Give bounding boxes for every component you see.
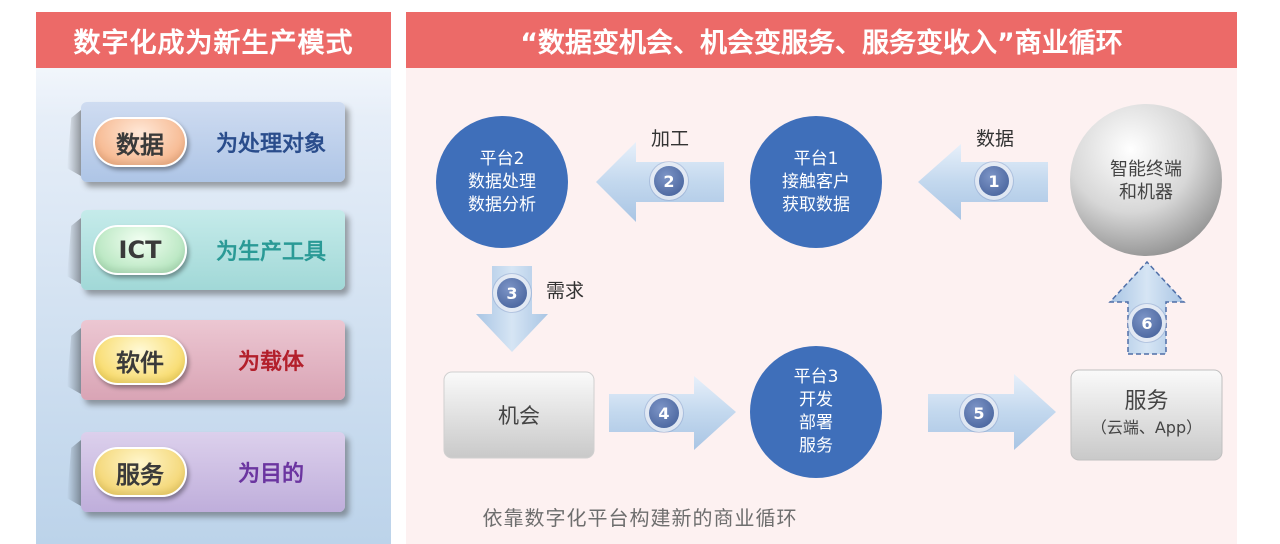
- platform3-node: [750, 346, 882, 478]
- left-panel: 数字化成为新生产模式 数据 为处理对象 ICT 为生产工具 软件 为载体 服务 …: [36, 12, 391, 544]
- right-panel: “数据变机会、机会变服务、服务变收入”商业循环: [406, 12, 1237, 544]
- platform3-title: 平台3: [793, 367, 839, 387]
- label-demand: 需求: [546, 280, 585, 302]
- platform2-line: 数据处理: [468, 172, 536, 192]
- platform3-text: 平台3 开发 部署 服务: [750, 366, 882, 458]
- card-ict: ICT 为生产工具: [81, 210, 345, 290]
- arrow-3: [476, 266, 548, 352]
- card-pill: ICT: [93, 225, 187, 275]
- terminal-node: [1070, 104, 1222, 256]
- step-badge-3: 3: [497, 278, 527, 308]
- terminal-line: 智能终端: [1110, 159, 1182, 180]
- service-title: 服务: [1124, 389, 1169, 414]
- platform1-line: 接触客户: [782, 172, 850, 192]
- platform1-title: 平台1: [793, 149, 839, 169]
- right-panel-title: “数据变机会、机会变服务、服务变收入”商业循环: [406, 12, 1237, 68]
- label-processing: 加工: [651, 128, 690, 150]
- opportunity-label: 机会: [498, 404, 540, 428]
- card-software: 软件 为载体: [81, 320, 345, 400]
- service-box: [1070, 369, 1223, 461]
- platform2-line: 数据分析: [468, 195, 536, 215]
- card-data: 数据 为处理对象: [81, 102, 345, 182]
- terminal-text: 智能终端 和机器: [1070, 158, 1222, 204]
- platform1-node: [750, 116, 882, 248]
- card-service: 服务 为目的: [81, 432, 345, 512]
- terminal-line: 和机器: [1119, 182, 1173, 203]
- service-subtitle: （云端、App）: [1090, 418, 1203, 437]
- platform2-title: 平台2: [479, 149, 525, 169]
- platform2-text: 平台2 数据处理 数据分析: [436, 148, 568, 217]
- opportunity-box: [443, 371, 595, 459]
- step-badge-6: 6: [1132, 308, 1162, 338]
- card-text: 为处理对象: [215, 132, 326, 157]
- service-text: 服务 （云端、App）: [1071, 388, 1222, 440]
- platform1-text: 平台1 接触客户 获取数据: [750, 148, 882, 217]
- card-text: 为目的: [237, 462, 304, 487]
- step-badge-1: 1: [979, 166, 1009, 196]
- card-text: 为载体: [237, 350, 304, 375]
- card-pill: 数据: [93, 117, 187, 167]
- card-pill: 服务: [93, 447, 187, 497]
- platform3-line: 服务: [799, 436, 833, 456]
- diagram-caption: 依靠数字化平台构建新的商业循环: [482, 506, 798, 530]
- platform3-line: 部署: [799, 413, 833, 433]
- step-badge-5: 5: [964, 398, 994, 428]
- label-data: 数据: [976, 128, 1015, 150]
- card-pill: 软件: [93, 335, 187, 385]
- platform2-node: [436, 116, 568, 248]
- step-badge-4: 4: [649, 398, 679, 428]
- card-text: 为生产工具: [215, 240, 326, 265]
- platform3-line: 开发: [799, 390, 833, 410]
- platform1-line: 获取数据: [782, 195, 850, 215]
- cycle-diagram: [436, 104, 1223, 478]
- left-panel-title: 数字化成为新生产模式: [36, 12, 391, 68]
- step-badge-2: 2: [654, 166, 684, 196]
